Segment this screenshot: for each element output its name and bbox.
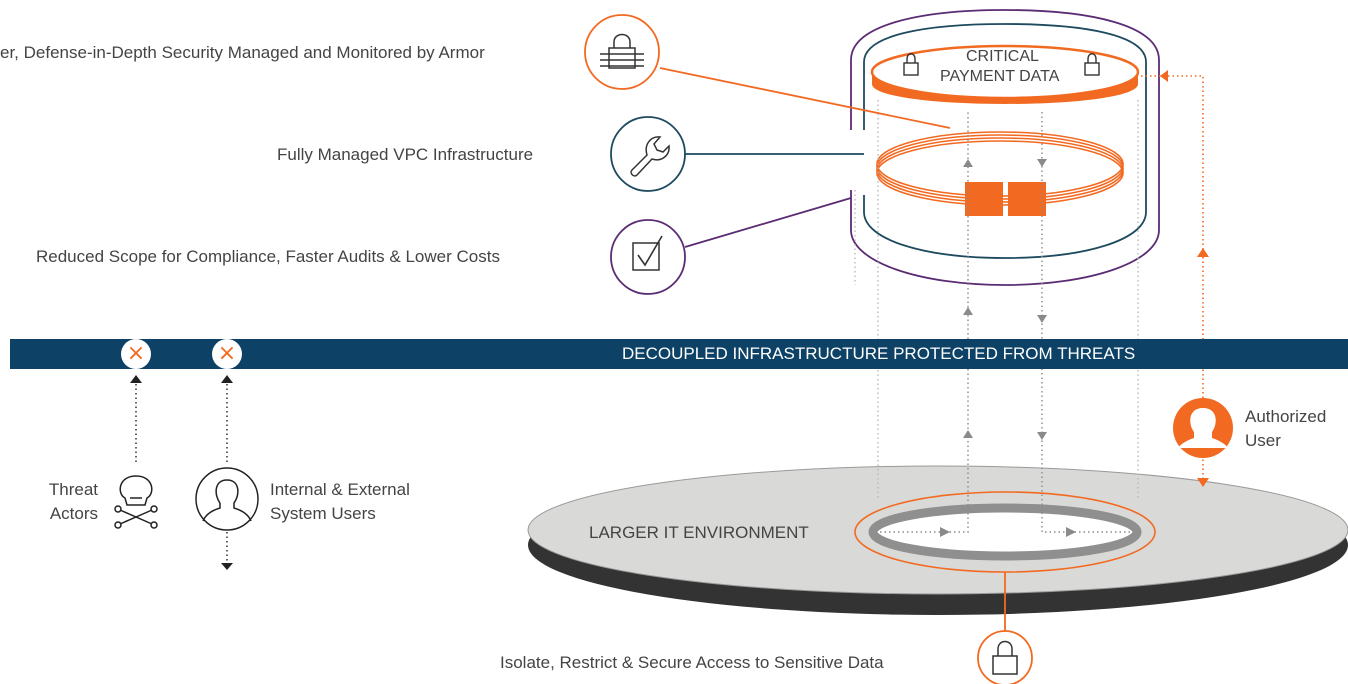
- compliance-label: Reduced Scope for Compliance, Faster Aud…: [36, 247, 500, 266]
- blocked-x-icon-threat: ×: [121, 339, 151, 369]
- authorized-label-1: Authorized: [1245, 407, 1327, 426]
- authorized-access-path: [1141, 70, 1209, 487]
- server-block-right: [1008, 182, 1046, 216]
- server-block-left: [965, 182, 1003, 216]
- flow-arrowheads: [940, 159, 1076, 537]
- authorized-label-2: User: [1245, 431, 1281, 450]
- checkbox-icon: [610, 219, 686, 295]
- it-environment-disk: [527, 465, 1348, 615]
- threat-label-1: Threat: [48, 480, 98, 499]
- vpc-containers: [850, 9, 1160, 286]
- vpc-label: Fully Managed VPC Infrastructure: [277, 145, 534, 164]
- system-users-icon: [195, 467, 259, 531]
- dotted-guides: [854, 100, 1139, 498]
- users-label-1: Internal & External: [270, 480, 410, 499]
- defense-label: er, Defense-in-Depth Security Managed an…: [0, 43, 485, 62]
- critical-data-label-2: PAYMENT DATA: [940, 68, 1060, 85]
- isolate-lock-icon: [977, 630, 1033, 684]
- wrench-icon: [610, 116, 686, 192]
- threat-label-2: Actors: [49, 504, 98, 523]
- users-label-2: System Users: [270, 504, 376, 523]
- data-flow-arrows: [880, 112, 1130, 533]
- critical-data-cylinder: [870, 44, 1140, 104]
- critical-data-label-1: CRITICAL: [966, 48, 1039, 65]
- isolate-label: Isolate, Restrict & Secure Access to Sen…: [500, 653, 884, 672]
- threat-arrowheads: [130, 375, 233, 570]
- environment-label: LARGER IT ENVIRONMENT: [589, 523, 809, 542]
- critical-lock-icons: [903, 53, 1100, 76]
- banner-title: DECOUPLED INFRASTRUCTURE PROTECTED FROM …: [622, 344, 1136, 363]
- threat-paths: [135, 384, 228, 562]
- blocked-x-icon-users: ×: [212, 339, 242, 369]
- firewall-lock-icon: [584, 14, 660, 90]
- vpc-rings: [876, 131, 1124, 216]
- authorized-user-icon: [1173, 398, 1233, 458]
- threat-skull-icon: [114, 475, 158, 529]
